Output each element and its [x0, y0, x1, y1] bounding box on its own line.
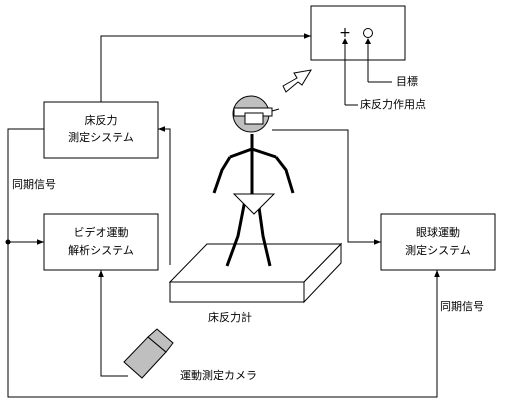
force-plate [168, 242, 343, 304]
sync-signal-left-label: 同期信号 [12, 178, 56, 191]
leader-arrows [342, 38, 371, 44]
video-system-box: ビデオ運動 解析システム [43, 213, 159, 271]
sync-signal-right-label: 同期信号 [440, 300, 484, 313]
gaze-arrow-icon [282, 69, 312, 93]
sync-junction-dot [5, 239, 11, 245]
camera-icon [123, 328, 174, 379]
eye-system-line1: 眼球運動 [416, 225, 460, 239]
camera-label: 運動測定カメラ [180, 368, 257, 382]
display-box: + [310, 5, 406, 61]
display-plus: + [339, 25, 351, 41]
force-system-line1: 床反力 [85, 113, 118, 127]
connection-lines [7, 33, 440, 398]
subject-figure [212, 95, 295, 267]
target-circle-icon [363, 28, 373, 38]
video-system-line2: 解析システム [68, 243, 134, 257]
eye-system-box: 眼球運動 測定システム [380, 213, 496, 271]
target-label: 目標 [396, 74, 418, 88]
eye-system-line2: 測定システム [405, 243, 471, 257]
force-system-line2: 測定システム [68, 130, 134, 144]
force-point-label: 床反力作用点 [360, 97, 426, 111]
video-system-line1: ビデオ運動 [74, 225, 129, 239]
force-system-box: 床反力 測定システム [43, 101, 159, 159]
force-plate-label: 床反力計 [208, 310, 252, 324]
